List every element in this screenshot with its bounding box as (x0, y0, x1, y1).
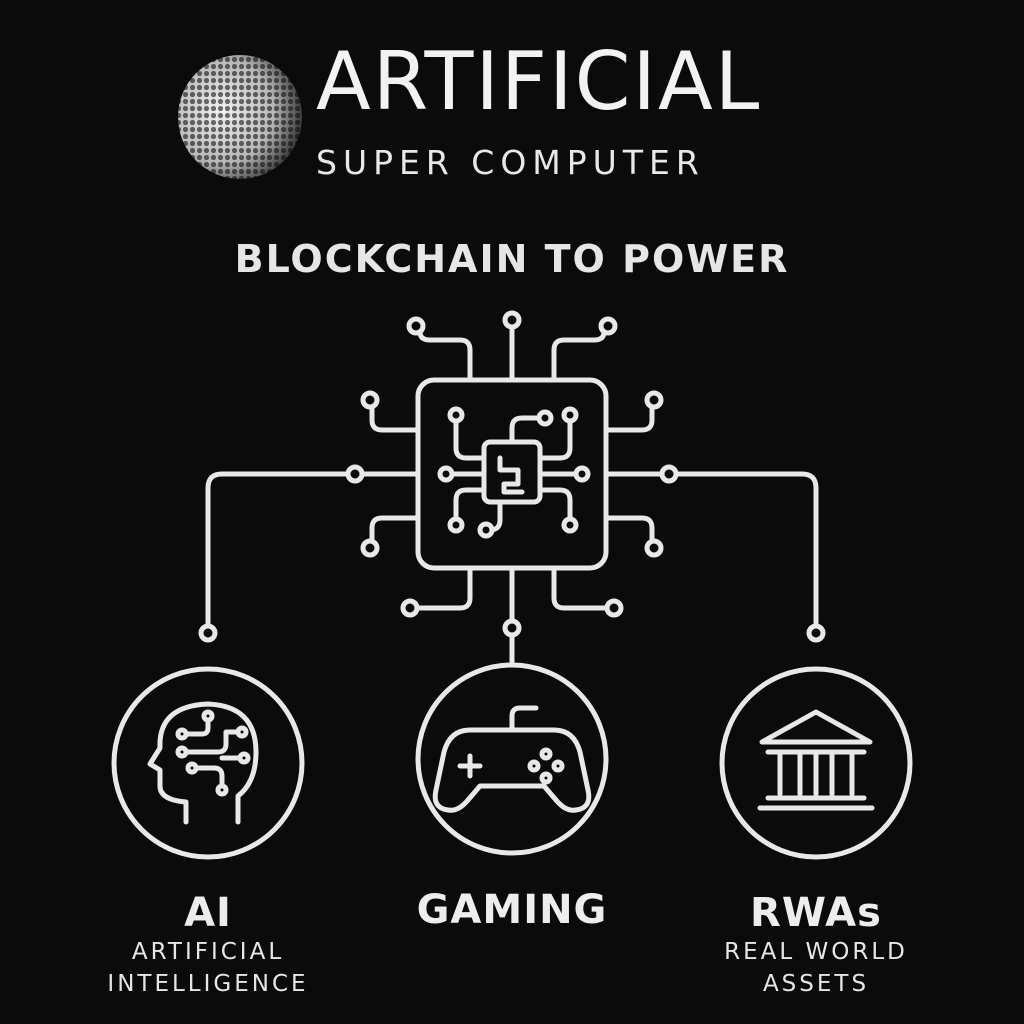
headline: BLOCKCHAIN TO POWER (234, 237, 790, 281)
pillar-title-ai: AI (184, 890, 232, 936)
pillar-title-rwa: RWAs (750, 890, 882, 936)
rwa-circle (719, 666, 913, 860)
bank-building-icon (757, 709, 875, 811)
head-circuit-icon (147, 701, 259, 825)
pillar-subtitle-rwa-line1: REAL WORLD (724, 939, 908, 965)
brand-subtitle: SUPER COMPUTER (316, 143, 705, 182)
pillar-subtitle-ai-line1: ARTIFICIAL (131, 939, 285, 965)
pillar-subtitle-ai: ARTIFICIAL INTELLIGENCE (58, 936, 358, 1000)
pillar-subtitle-rwa-line2: ASSETS (762, 971, 870, 997)
pillar-subtitle-ai-line2: INTELLIGENCE (107, 971, 309, 997)
chip-icon (205, 321, 819, 668)
ai-circle (111, 666, 305, 860)
gamepad-icon (432, 705, 592, 813)
brand-title: ARTIFICIAL (316, 35, 762, 128)
chip-pin-dots (198, 310, 826, 643)
pillar-title-gaming: GAMING (416, 887, 608, 933)
halftone-sphere-logo (170, 50, 310, 190)
gaming-circle (415, 662, 609, 856)
pillar-subtitle-rwa: REAL WORLD ASSETS (666, 936, 966, 1000)
